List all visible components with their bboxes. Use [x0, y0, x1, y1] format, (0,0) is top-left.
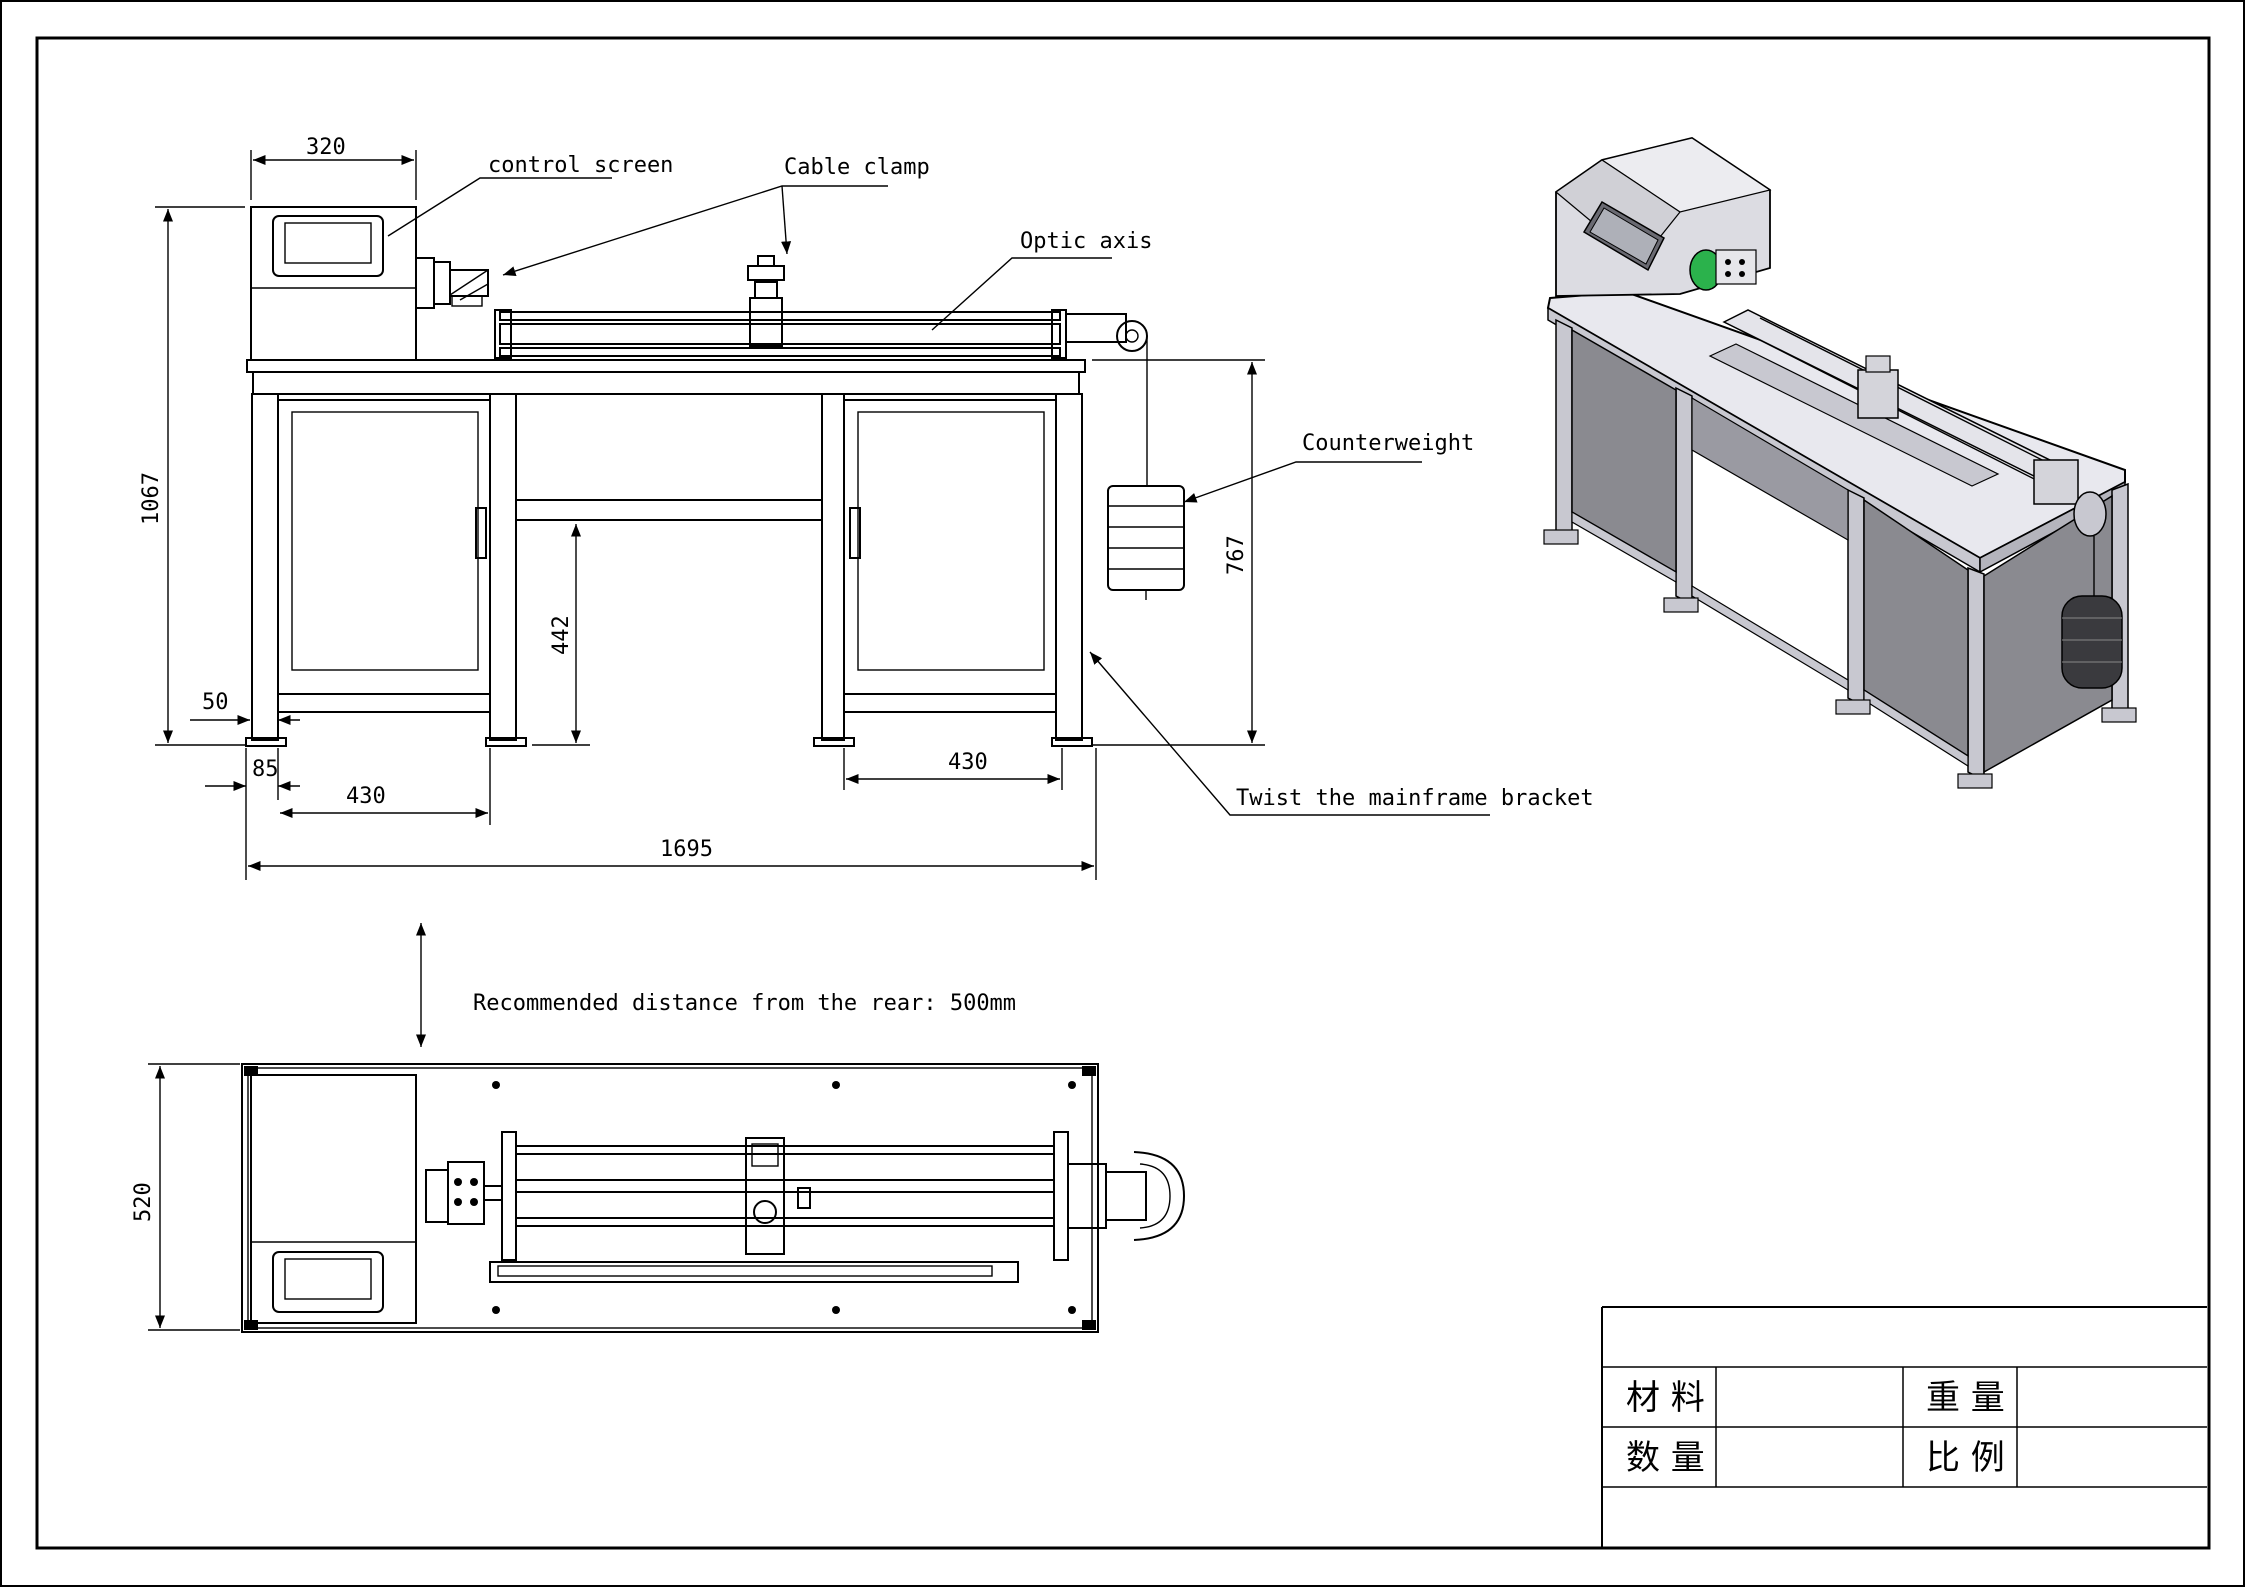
- tb-material-label: 材 料: [1626, 1378, 1705, 1418]
- front-view: [245, 206, 1185, 747]
- label-counterweight: Counterweight: [1302, 431, 1474, 456]
- tb-weight-label: 重 量: [1926, 1378, 2005, 1418]
- top-control-screen: [272, 1251, 384, 1313]
- dim-320: 320: [306, 135, 346, 160]
- cable-clamp: [749, 297, 783, 347]
- tb-scale-label: 比 例: [1926, 1438, 2005, 1478]
- inner-border: [35, 36, 2211, 1550]
- iso-counterweight: [2061, 595, 2123, 689]
- dim-1695: 1695: [660, 837, 713, 862]
- title-block: 材 料 重 量 数 量 比 例: [1601, 1306, 2207, 1547]
- top-cable-clamp: [745, 1137, 785, 1255]
- table-top: [246, 359, 1086, 373]
- top-scale-ruler: [489, 1261, 1019, 1283]
- counterweight: [1107, 485, 1185, 591]
- dim-1067: 1067: [139, 472, 164, 525]
- optic-axis-rail: [499, 311, 1061, 321]
- isometric-view: [1543, 137, 2137, 789]
- right-cabinet-door: [843, 399, 1057, 695]
- dim-442: 442: [549, 615, 574, 655]
- top-frame: [241, 1063, 1099, 1333]
- top-view: Recommended distance from the rear: 500m…: [131, 923, 1186, 1333]
- dim-50: 50: [202, 690, 229, 715]
- left-cabinet-door: [277, 399, 491, 695]
- front-annotations: control screen Cable clamp Optic axis Co…: [387, 153, 1594, 816]
- dim-85: 85: [252, 757, 279, 782]
- label-twist-bracket: Twist the mainframe bracket: [1236, 786, 1594, 811]
- tb-quantity-label: 数 量: [1626, 1438, 1705, 1478]
- top-control-box: [250, 1074, 417, 1324]
- dim-767: 767: [1224, 535, 1249, 575]
- pulley: [1116, 320, 1148, 352]
- front-dimensions: 320 1067 767 442 50 85 430 430 1695: [139, 135, 1265, 880]
- control-box: [250, 206, 417, 361]
- dim-520: 520: [131, 1182, 156, 1222]
- label-optic-axis: Optic axis: [1020, 229, 1152, 254]
- dim-430-left: 430: [346, 784, 386, 809]
- dim-430-right: 430: [948, 750, 988, 775]
- control-screen: [272, 215, 384, 277]
- label-rear-distance: Recommended distance from the rear: 500m…: [473, 991, 1016, 1016]
- label-cable-clamp: Cable clamp: [784, 155, 930, 180]
- label-control-screen: control screen: [488, 153, 673, 178]
